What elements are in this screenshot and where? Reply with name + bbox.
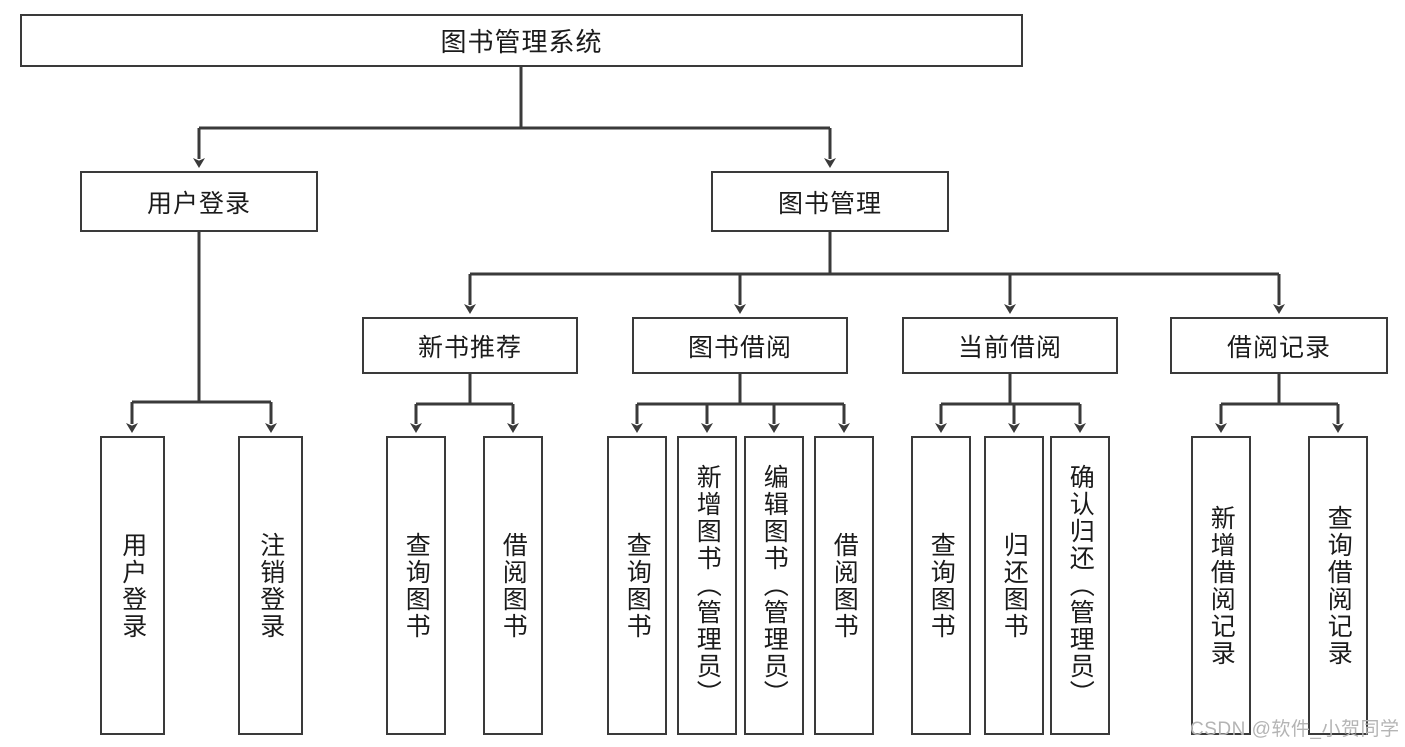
node-label: 图书借阅: [687, 333, 792, 362]
watermark: CSDN @软件_小贺同学: [1190, 719, 1400, 740]
node-book-management[interactable]: 图书管理: [711, 171, 949, 232]
node-label: 图书管理: [777, 189, 882, 218]
leaf-query-borrow-record[interactable]: 查询借阅记录: [1308, 436, 1368, 735]
node-user-login[interactable]: 用户登录: [80, 171, 318, 232]
node-label: 查询图书: [402, 531, 431, 640]
node-borrow-record[interactable]: 借阅记录: [1170, 317, 1388, 374]
leaf-add-book-admin[interactable]: 新增图书（管理员）: [677, 436, 737, 735]
node-label: 用户登录: [146, 189, 251, 218]
leaf-user-login[interactable]: 用户登录: [100, 436, 165, 735]
node-label: 借阅记录: [1226, 333, 1331, 362]
node-label: 新增图书（管理员）: [693, 464, 722, 707]
leaf-logout[interactable]: 注销登录: [238, 436, 303, 735]
leaf-query-book-current[interactable]: 查询图书: [911, 436, 971, 735]
leaf-borrow-book[interactable]: 借阅图书: [814, 436, 874, 735]
node-label: 当前借阅: [957, 333, 1062, 362]
node-label: 新增借阅记录: [1207, 504, 1236, 667]
leaf-return-book[interactable]: 归还图书: [984, 436, 1044, 735]
node-label: 归还图书: [1000, 531, 1029, 640]
leaf-query-book-recommend[interactable]: 查询图书: [386, 436, 446, 735]
node-new-book-recommend[interactable]: 新书推荐: [362, 317, 578, 374]
node-label: 编辑图书（管理员）: [760, 464, 789, 707]
leaf-edit-book-admin[interactable]: 编辑图书（管理员）: [744, 436, 804, 735]
leaf-query-book-borrow[interactable]: 查询图书: [607, 436, 667, 735]
leaf-confirm-return-admin[interactable]: 确认归还（管理员）: [1050, 436, 1110, 735]
node-label: 注销登录: [256, 531, 285, 640]
node-label: 用户登录: [118, 531, 147, 640]
node-label: 查询借阅记录: [1324, 504, 1353, 667]
node-book-borrow[interactable]: 图书借阅: [632, 317, 848, 374]
leaf-add-borrow-record[interactable]: 新增借阅记录: [1191, 436, 1251, 735]
node-label: 借阅图书: [499, 531, 528, 640]
node-current-borrow[interactable]: 当前借阅: [902, 317, 1118, 374]
node-label: 借阅图书: [830, 531, 859, 640]
leaf-borrow-book-recommend[interactable]: 借阅图书: [483, 436, 543, 735]
node-label: 查询图书: [623, 531, 652, 640]
node-label: 确认归还（管理员）: [1066, 464, 1095, 707]
node-label: 图书管理系统: [440, 27, 603, 57]
node-label: 新书推荐: [417, 333, 522, 362]
node-label: 查询图书: [927, 531, 956, 640]
node-root[interactable]: 图书管理系统: [20, 14, 1023, 67]
